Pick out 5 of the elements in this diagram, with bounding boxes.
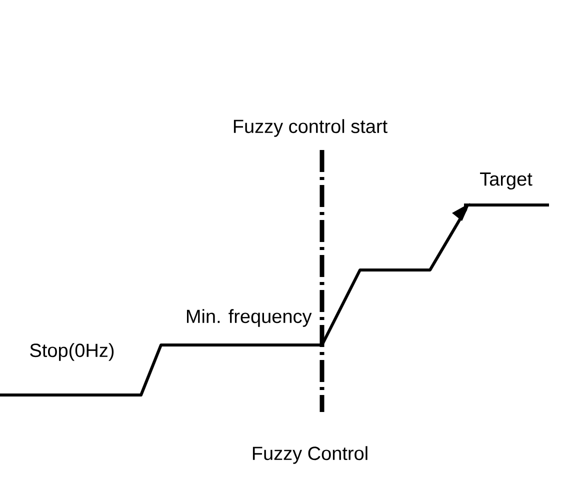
axis-label: Target [480,172,532,190]
axis-label: Fuzzy control start [234,119,388,137]
axis-label: Stop(0Hz) [30,343,114,361]
caption: Fuzzy Control [252,446,368,464]
axis-label: Min. frequency [186,309,312,327]
